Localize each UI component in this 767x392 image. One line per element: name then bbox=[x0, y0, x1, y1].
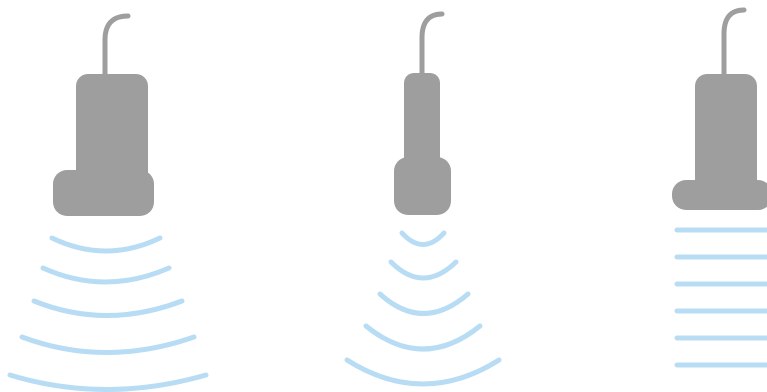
microconvex-wave-5 bbox=[347, 360, 499, 384]
microconvex-wave-3 bbox=[380, 294, 468, 314]
linear-probe-head bbox=[672, 180, 767, 210]
convex-wave-2 bbox=[43, 268, 169, 282]
convex-probe-waves bbox=[10, 238, 206, 390]
linear-probe-cable bbox=[724, 10, 744, 82]
microconvex-probe-group bbox=[347, 14, 499, 384]
convex-wave-1 bbox=[52, 238, 160, 251]
convex-probe-cable bbox=[105, 16, 128, 82]
linear-probe-handle bbox=[695, 74, 757, 194]
convex-wave-4 bbox=[22, 337, 194, 353]
convex-probe-head bbox=[53, 170, 154, 216]
microconvex-probe-head bbox=[394, 157, 451, 215]
microconvex-probe-waves bbox=[347, 233, 499, 384]
convex-probe-handle bbox=[76, 74, 148, 184]
convex-wave-3 bbox=[34, 301, 182, 316]
microconvex-wave-1 bbox=[402, 233, 444, 245]
linear-probe-waves bbox=[677, 230, 767, 365]
microconvex-wave-4 bbox=[366, 326, 480, 349]
linear-probe-group bbox=[672, 10, 767, 365]
convex-wave-5 bbox=[10, 375, 206, 390]
microconvex-probe-cable bbox=[422, 14, 442, 80]
microconvex-wave-2 bbox=[391, 262, 456, 278]
convex-probe-group bbox=[10, 16, 206, 390]
